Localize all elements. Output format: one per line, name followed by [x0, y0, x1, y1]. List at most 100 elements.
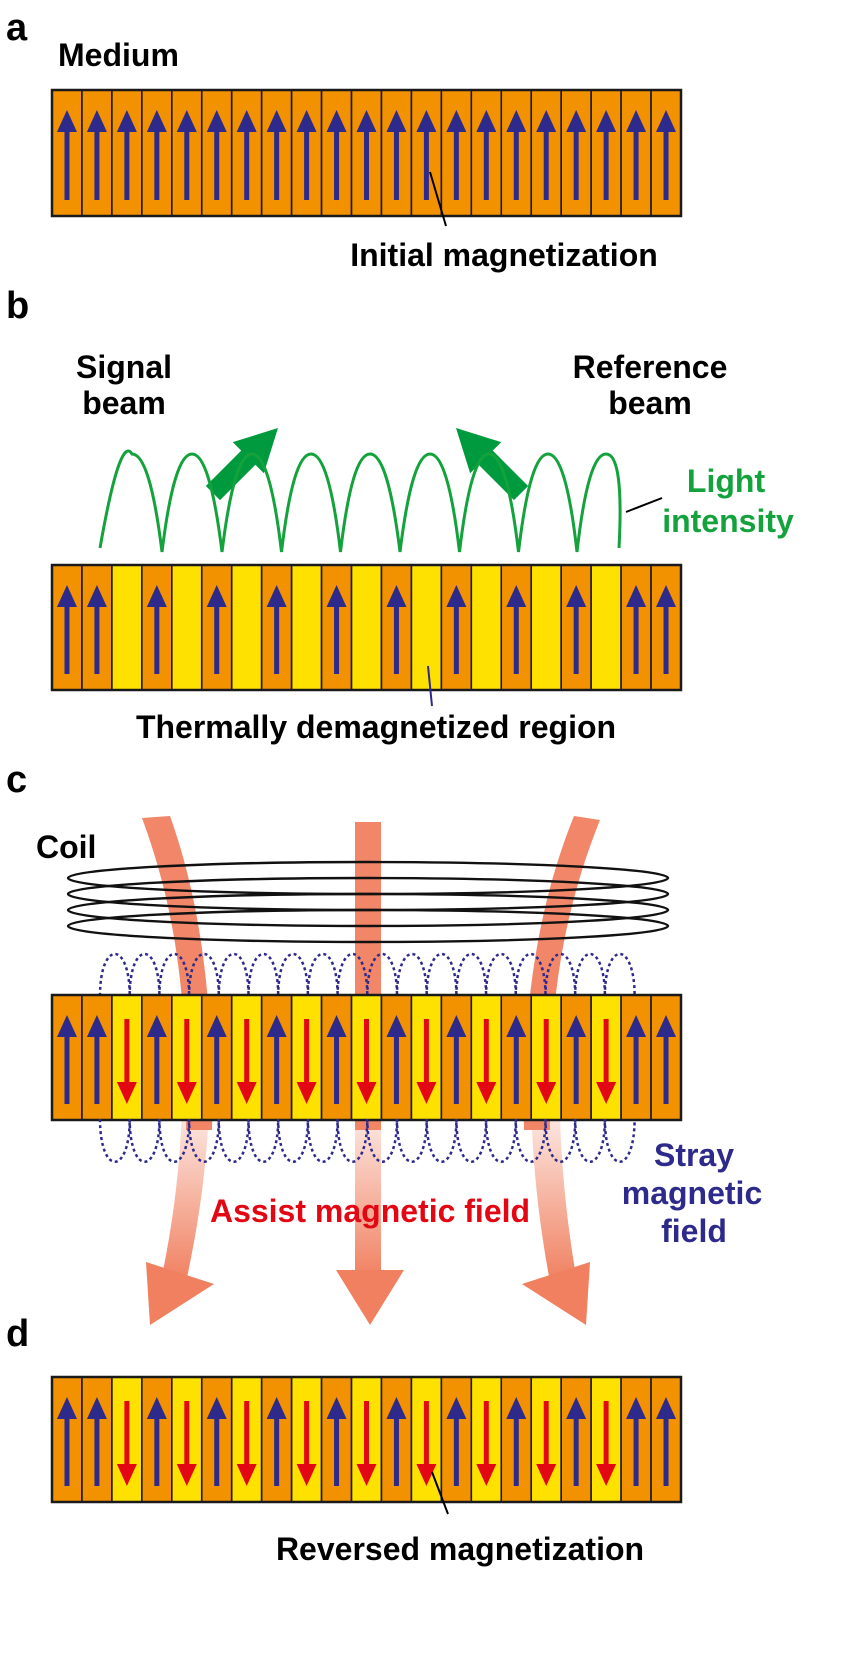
medium-strip-initial	[50, 88, 683, 218]
medium-cell	[470, 564, 503, 691]
panel-d-letter: d	[6, 1313, 29, 1355]
arrow-up-icon	[626, 1015, 647, 1104]
reversed-magnetization-label: Reversed magnetization	[276, 1531, 644, 1567]
callout-line-b	[427, 665, 433, 707]
callout-line-intensity	[625, 497, 663, 513]
initial-magnetization-label: Initial magnetization	[350, 237, 658, 273]
arrow-down-icon	[536, 1019, 557, 1104]
medium-strip-writing	[50, 993, 683, 1122]
reference-beam-label-1: Reference	[573, 349, 728, 385]
callout-line-a	[429, 171, 447, 227]
arrow-up-icon	[656, 110, 677, 200]
arrow-down-icon	[116, 1401, 137, 1486]
arrow-down-icon	[176, 1401, 197, 1486]
arrow-up-icon	[326, 1015, 347, 1104]
arrow-up-icon	[416, 110, 437, 200]
stray-field-lines-bottom	[98, 1118, 636, 1163]
medium-border	[50, 88, 683, 218]
arrow-up-icon	[326, 110, 347, 200]
arrow-up-icon	[446, 585, 467, 674]
arrow-up-icon	[626, 585, 647, 674]
arrow-down-icon	[476, 1401, 497, 1486]
arrow-up-icon	[326, 1397, 347, 1486]
arrow-down-icon	[536, 1401, 557, 1486]
arrow-up-icon	[446, 1397, 467, 1486]
medium-border	[50, 1375, 683, 1504]
coil-icon	[66, 860, 670, 944]
arrow-up-icon	[146, 110, 167, 200]
arrow-up-icon	[446, 1015, 467, 1104]
arrow-up-icon	[626, 110, 647, 200]
arrow-up-icon	[446, 110, 467, 200]
arrow-up-icon	[86, 1397, 107, 1486]
panel-c: c Coil Assist magnetic field Stray magne…	[6, 759, 762, 1325]
arrow-up-icon	[596, 110, 617, 200]
medium-strip-heated	[50, 563, 683, 692]
arrow-up-icon	[566, 110, 587, 200]
arrow-up-icon	[506, 1015, 527, 1104]
field-arrow-icon-head	[146, 1262, 214, 1325]
medium-cell	[530, 564, 562, 691]
arrow-up-icon	[506, 1397, 527, 1486]
coil-label: Coil	[36, 829, 96, 865]
arrow-up-icon	[386, 1015, 407, 1104]
coil-loop	[66, 908, 670, 944]
arrow-down-icon	[416, 1401, 437, 1486]
field-arrow-icon-head	[336, 1270, 404, 1325]
arrow-up-icon	[656, 1397, 677, 1486]
arrow-up-icon	[266, 110, 287, 200]
medium-cell	[230, 564, 263, 691]
arrow-up-icon	[116, 110, 137, 200]
arrow-up-icon	[86, 110, 107, 200]
medium-cell	[590, 564, 622, 691]
arrow-up-icon	[266, 1397, 287, 1486]
arrow-up-icon	[236, 110, 257, 200]
arrow-up-icon	[656, 585, 677, 674]
arrow-up-icon	[206, 1397, 227, 1486]
arrow-up-icon	[536, 110, 557, 200]
light-intensity-label-1: Light	[687, 463, 766, 499]
arrow-down-icon	[296, 1401, 317, 1486]
reference-beam-label-2: beam	[608, 385, 692, 421]
arrow-up-icon	[326, 585, 347, 674]
arrow-up-icon	[56, 1015, 77, 1104]
panel-a: a Medium Initial magnetization	[6, 7, 683, 273]
arrow-up-icon	[296, 110, 317, 200]
signal-beam-label-2: beam	[82, 385, 166, 421]
arrow-up-icon	[86, 585, 107, 674]
arrow-up-icon	[176, 110, 197, 200]
arrow-up-icon	[56, 585, 77, 674]
stray-field-label-3: field	[661, 1213, 727, 1249]
panel-d: d Reversed magnetization	[6, 1313, 683, 1567]
arrow-up-icon	[266, 1015, 287, 1104]
panel-a-letter: a	[6, 7, 28, 49]
arrow-up-icon	[356, 110, 377, 200]
arrow-up-icon	[56, 110, 77, 200]
medium-cell	[171, 564, 203, 691]
stray-field-label-2: magnetic	[622, 1175, 762, 1211]
assist-field-label: Assist magnetic field	[210, 1193, 530, 1229]
medium-cell	[410, 564, 443, 691]
arrow-down-icon	[176, 1019, 197, 1104]
medium-strip-reversed	[50, 1375, 683, 1504]
arrow-down-icon	[416, 1019, 437, 1104]
field-arrow-icon-head	[522, 1262, 590, 1325]
arrow-up-icon	[146, 1015, 167, 1104]
medium-border	[50, 563, 683, 692]
medium-cell	[290, 564, 323, 691]
light-intensity-curve	[98, 449, 622, 553]
arrow-up-icon	[386, 585, 407, 674]
coil-loop	[66, 892, 670, 928]
arrow-down-icon	[236, 1019, 257, 1104]
arrow-down-icon	[116, 1019, 137, 1104]
medium-cell	[350, 564, 383, 691]
arrow-up-icon	[506, 110, 527, 200]
reference-beam-arrow-icon	[456, 428, 529, 501]
panel-b-letter: b	[6, 285, 29, 327]
arrow-up-icon	[86, 1015, 107, 1104]
arrow-up-icon	[146, 1397, 167, 1486]
arrow-up-icon	[206, 585, 227, 674]
signal-beam-label-1: Signal	[76, 349, 172, 385]
arrow-up-icon	[656, 1015, 677, 1104]
